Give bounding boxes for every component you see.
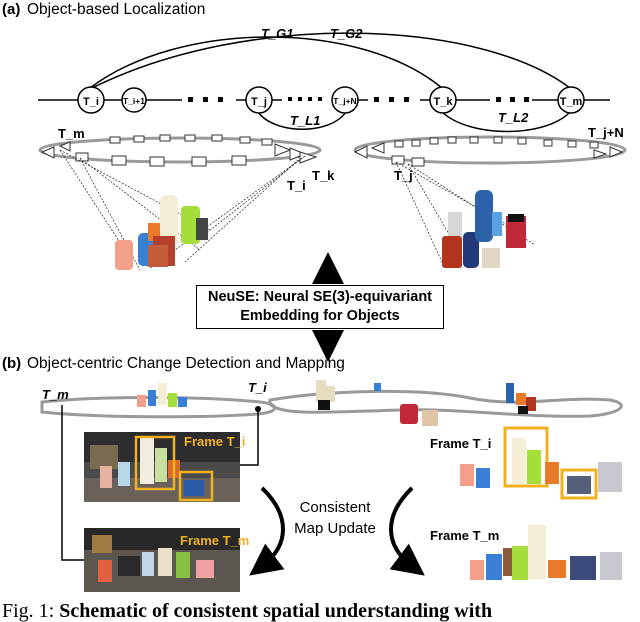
edge-tl2-label: T_L2 (498, 110, 529, 125)
objects-right-a (442, 190, 526, 268)
traj-a-ti: T_i (287, 178, 306, 193)
node-ti1 (121, 87, 147, 113)
pointcloud-frame-ti: Frame T_i (430, 426, 622, 500)
ellipsis-dots (188, 97, 529, 102)
section-b-label: (b) (2, 355, 21, 372)
node-tj-label: T_j (251, 96, 267, 108)
edge-tg2-label: T_G2 (330, 26, 363, 41)
edge-tg2 (91, 32, 571, 89)
section-a-title: Object-based Localization (27, 1, 205, 18)
trajectory-left-a: T_m T_i T_k (38, 126, 335, 271)
objects-left-a (115, 195, 208, 270)
traj-a-tj: T_j (394, 168, 413, 183)
section-b-title: Object-centric Change Detection and Mapp… (27, 355, 345, 372)
connector-ti (240, 409, 259, 466)
node-tk (429, 86, 457, 114)
traj-a-tk: T_k (312, 168, 335, 183)
caption-prefix: Fig. 1: (2, 600, 55, 622)
connector-tm (61, 405, 84, 561)
pose-graph: T_i T_i+1 T_j T_j+N T_k T_m T_G1 T_G2 T_… (38, 26, 610, 133)
edge-tg1 (89, 36, 443, 89)
pointcloud-frame-tm: Frame T_m (430, 525, 622, 580)
pc-tm-label: Frame T_m (430, 528, 499, 543)
node-ti-label: T_i (83, 96, 99, 108)
traj-b-ti: T_i (248, 380, 267, 395)
neuse-box: NeuSE: Neural SE(3)-equivariant Embeddin… (196, 285, 444, 329)
node-tm (557, 86, 585, 114)
trajectory-right-a: T_j+N T_j (353, 125, 627, 271)
edge-tl1 (257, 111, 347, 130)
edge-tl1-label: T_L1 (290, 113, 320, 128)
pc-ti-label: Frame T_i (430, 436, 491, 451)
node-ti (77, 86, 105, 114)
node-tm-label: T_m (560, 96, 583, 108)
center-line2: Map Update (294, 520, 376, 537)
edge-tg1-label: T_G1 (261, 26, 294, 41)
traj-a-tm-left: T_m (58, 126, 85, 141)
neuse-line1: NeuSE: Neural SE(3)-equivariant (208, 289, 432, 305)
photo-ti-label: Frame T_i (184, 434, 245, 449)
node-tk-label: T_k (434, 96, 454, 108)
node-tjn (331, 86, 359, 114)
traj-b-tm: T_m (42, 387, 69, 402)
consistent-map-update-text: Consistent Map Update (290, 497, 380, 539)
section-a-label: (a) (2, 1, 20, 18)
photo-frame-tm: Frame T_m (84, 528, 249, 592)
photo-tm-label: Frame T_m (180, 533, 249, 548)
center-line1: Consistent (299, 499, 371, 516)
curved-arrow-left (249, 486, 285, 576)
node-tj (245, 86, 273, 114)
node-tjn-label: T_j+N (333, 96, 356, 106)
traj-a-tjn: T_j+N (588, 125, 624, 140)
figure-caption: Fig. 1: Schematic of consistent spatial … (2, 600, 640, 622)
trajectory-b (40, 380, 623, 426)
curved-arrow-right (389, 486, 425, 576)
edge-tl2 (441, 111, 571, 133)
photo-frame-ti: Frame T_i (84, 432, 245, 502)
node-ti1-label: T_i+1 (123, 96, 145, 106)
neuse-line2: Embedding for Objects (240, 308, 400, 324)
caption-bold: Schematic of consistent spatial understa… (59, 600, 493, 622)
